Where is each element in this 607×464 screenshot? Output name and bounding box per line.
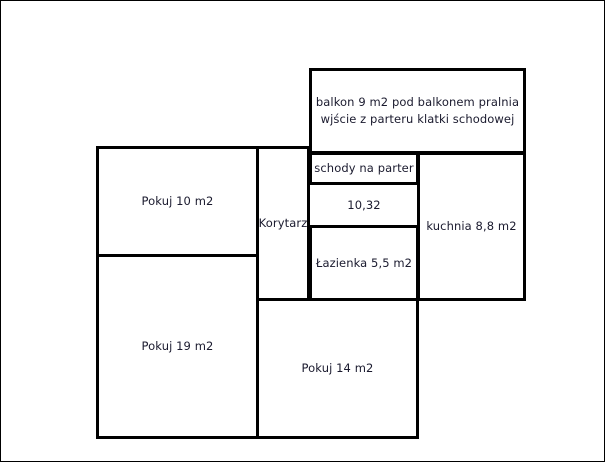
room-przedpokoj: 10,32 (309, 183, 419, 227)
room-pokuj-10: Pokuj 10 m2 (96, 146, 259, 257)
room-lazienka: Łazienka 5,5 m2 (309, 225, 419, 301)
room-korytarz: Korytarz (256, 146, 310, 301)
room-schody-na-parter: schody na parter (309, 152, 419, 185)
room-balkon-label: balkon 9 m2 pod balkonem pralnia wjście … (315, 95, 520, 126)
room-kuchnia: kuchnia 8,8 m2 (417, 152, 526, 301)
room-pokuj-14-label: Pokuj 14 m2 (301, 361, 374, 375)
room-przedpokoj-label: 10,32 (347, 197, 381, 212)
room-schody-label: schody na parter (314, 161, 414, 175)
room-pokuj-19-label: Pokuj 19 m2 (141, 339, 214, 353)
room-pokuj-14: Pokuj 14 m2 (256, 298, 419, 439)
room-pokuj-10-label: Pokuj 10 m2 (141, 194, 214, 208)
room-kuchnia-label: kuchnia 8,8 m2 (426, 219, 517, 233)
room-korytarz-label: Korytarz (258, 216, 308, 230)
room-lazienka-label: Łazienka 5,5 m2 (315, 255, 413, 270)
room-pokuj-19: Pokuj 19 m2 (96, 254, 259, 439)
room-balkon: balkon 9 m2 pod balkonem pralnia wjście … (309, 68, 526, 154)
